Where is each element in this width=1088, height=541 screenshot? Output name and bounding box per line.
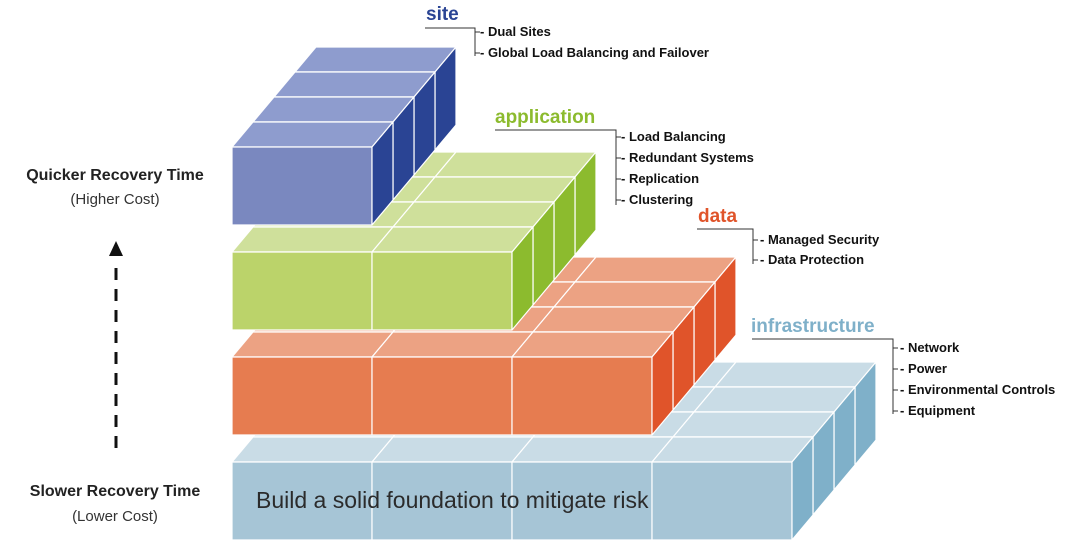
application-block-r3-c1-top [434, 151, 597, 178]
infrastructure-block-r1-c3-top [672, 411, 835, 438]
data-block-r1-c2-top [532, 306, 695, 333]
data-item-2: - Data Protection [760, 252, 865, 267]
site-title: site [426, 4, 459, 25]
application-leader [495, 129, 617, 205]
infrastructure-item-4: - Equipment [900, 403, 976, 418]
quicker-recovery-title: Quicker Recovery Time [26, 167, 204, 184]
infrastructure-block-r0-c3-side [791, 436, 814, 541]
infrastructure-block-r0-c3-top [651, 436, 814, 463]
slower-recovery-title: Slower Recovery Time [29, 483, 201, 500]
application-block-r0-c1-front [371, 251, 513, 331]
stacked-blocks [231, 46, 877, 541]
data-block-r0-c1-front [371, 356, 513, 436]
site-block-r3-c0-top [294, 46, 457, 73]
application-block-r2-c1-top [413, 176, 576, 203]
lower-cost-label: (Lower Cost) [72, 508, 158, 525]
arrow-head-icon [109, 241, 123, 256]
infrastructure-block-r0-c2-top [511, 436, 674, 463]
application-block-r0-c1-top [371, 226, 534, 253]
higher-cost-label: (Higher Cost) [70, 191, 160, 208]
infrastructure-block-r0-c3-front [651, 461, 793, 541]
application-item-1: - Load Balancing [621, 129, 726, 144]
infrastructure-title: infrastructure [751, 316, 875, 337]
data-block-r0-c2-side [651, 331, 674, 436]
site-leader [425, 27, 476, 56]
data-block-r0-c0-front [231, 356, 373, 436]
application-block-r1-c1-top [392, 201, 555, 228]
label-leader-lines [425, 27, 898, 414]
infrastructure-item-3: - Environmental Controls [900, 382, 1056, 397]
site-block-r0-c0-side [371, 121, 394, 226]
data-title: data [698, 206, 738, 227]
data-block-r3-c2-top [574, 256, 737, 283]
application-title: application [495, 107, 596, 128]
data-block-r0-c0-top [231, 331, 394, 358]
site-item-1: - Dual Sites [480, 24, 551, 39]
infrastructure-block-r0-c0-top [231, 436, 394, 463]
application-block-r0-c0-front [231, 251, 373, 331]
site-block-r0-c0-front [231, 146, 373, 226]
infrastructure-leader [752, 338, 894, 414]
site-item-2: - Global Load Balancing and Failover [480, 45, 709, 60]
application-item-3: - Replication [621, 171, 700, 186]
application-block-r0-c1-side [511, 226, 534, 331]
foundation-caption: Build a solid foundation to mitigate ris… [256, 487, 649, 513]
infrastructure-block-r0-c1-top [371, 436, 534, 463]
site-block-r1-c0-top [252, 96, 415, 123]
data-item-1: - Managed Security [760, 232, 880, 247]
application-item-2: - Redundant Systems [621, 150, 754, 165]
site-block-r0-c0-top [231, 121, 394, 148]
recovery-arrow [109, 241, 123, 448]
infrastructure-block-r2-c3-top [693, 386, 856, 413]
application-item-4: - Clustering [621, 192, 694, 207]
infrastructure-item-2: - Power [900, 361, 947, 376]
data-block-r0-c1-top [371, 331, 534, 358]
data-block-r0-c2-front [511, 356, 653, 436]
infrastructure-item-1: - Network [900, 340, 960, 355]
data-block-r0-c2-top [511, 331, 674, 358]
application-block-r0-c0-top [231, 226, 394, 253]
data-block-r2-c2-top [553, 281, 716, 308]
infrastructure-block-r3-c3-top [714, 361, 877, 388]
data-leader [697, 228, 754, 264]
site-block-r2-c0-top [273, 71, 436, 98]
